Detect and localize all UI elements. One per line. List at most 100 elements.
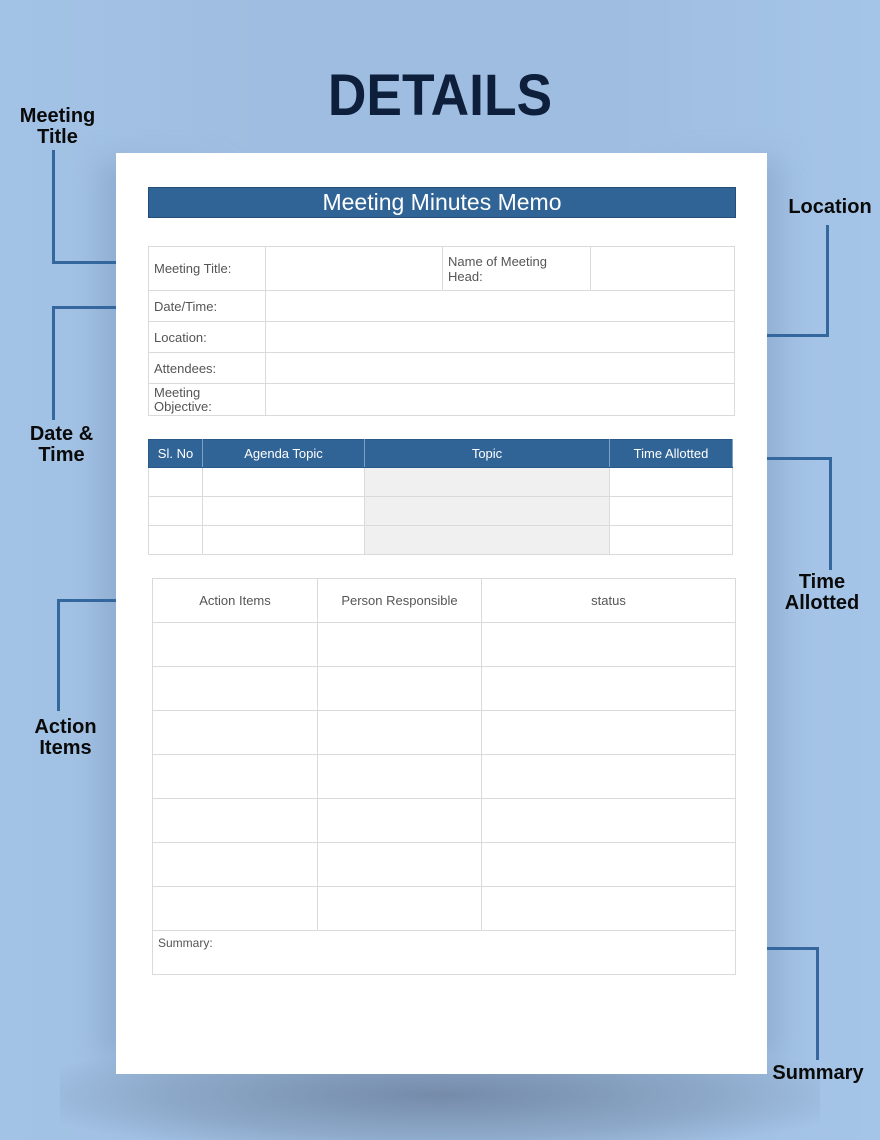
- memo-header: Meeting Minutes Memo: [148, 187, 736, 218]
- callout-text: Time: [798, 571, 846, 593]
- connector-line: [57, 599, 60, 711]
- agenda-cell[interactable]: [148, 496, 203, 526]
- actions-col-action-items: Action Items: [152, 578, 318, 623]
- summary-field[interactable]: Summary:: [152, 930, 736, 975]
- callout-date-time: Date & Time: [14, 424, 109, 466]
- action-cell[interactable]: [152, 710, 318, 755]
- action-row: [152, 666, 736, 711]
- agenda-cell[interactable]: [364, 496, 610, 526]
- action-cell[interactable]: [152, 886, 318, 931]
- agenda-cell[interactable]: [364, 467, 610, 497]
- callout-text: Title: [37, 126, 78, 148]
- agenda-col-topic: Topic: [364, 439, 610, 468]
- meeting-title-field[interactable]: [265, 246, 443, 291]
- action-cell[interactable]: [152, 798, 318, 843]
- meeting-title-label: Meeting Title:: [148, 246, 266, 291]
- status-cell[interactable]: [481, 710, 736, 755]
- objective-field[interactable]: [265, 383, 735, 416]
- connector-line: [829, 457, 832, 570]
- callout-text: Date &: [29, 423, 94, 445]
- status-cell[interactable]: [481, 622, 736, 667]
- connector-line: [57, 599, 137, 602]
- attendees-field[interactable]: [265, 352, 735, 384]
- meeting-head-label: Name of Meeting Head:: [442, 246, 591, 291]
- status-cell[interactable]: [481, 798, 736, 843]
- action-row: [152, 886, 736, 931]
- connector-line: [52, 306, 55, 420]
- action-cell[interactable]: [152, 622, 318, 667]
- connector-line: [52, 150, 55, 264]
- agenda-row: [148, 496, 733, 526]
- callout-text: Allotted: [784, 592, 860, 614]
- agenda-cell[interactable]: [202, 467, 365, 497]
- objective-label-line: Objective:: [154, 398, 212, 414]
- person-cell[interactable]: [317, 842, 482, 887]
- location-field[interactable]: [265, 321, 735, 353]
- agenda-row: [148, 525, 733, 555]
- action-row: [152, 754, 736, 799]
- action-items-table: Action Items Person Responsible status S…: [152, 578, 736, 975]
- callout-text: Time: [38, 444, 85, 466]
- agenda-cell[interactable]: [609, 467, 733, 497]
- actions-col-person-responsible: Person Responsible: [317, 578, 482, 623]
- person-cell[interactable]: [317, 886, 482, 931]
- actions-col-status: status: [481, 578, 736, 623]
- callout-time-allotted: Time Allotted: [772, 572, 872, 614]
- status-cell[interactable]: [481, 886, 736, 931]
- callout-meeting-title: Meeting Title: [10, 106, 105, 148]
- person-cell[interactable]: [317, 798, 482, 843]
- location-label: Location:: [148, 321, 266, 353]
- meeting-head-field[interactable]: [590, 246, 735, 291]
- callout-text: Location: [788, 196, 872, 218]
- agenda-table: Sl. No Agenda Topic Topic Time Allotted: [148, 439, 733, 555]
- action-cell[interactable]: [152, 754, 318, 799]
- meeting-info-table: Meeting Title: Name of Meeting Head: Dat…: [148, 246, 735, 416]
- connector-line: [742, 947, 819, 950]
- agenda-cell[interactable]: [148, 467, 203, 497]
- action-row: [152, 710, 736, 755]
- agenda-cell[interactable]: [148, 525, 203, 555]
- callout-text: Action: [34, 716, 97, 738]
- agenda-col-sl-no: Sl. No: [148, 439, 203, 468]
- attendees-label: Attendees:: [148, 352, 266, 384]
- action-row: [152, 842, 736, 887]
- person-cell[interactable]: [317, 754, 482, 799]
- date-time-field[interactable]: [265, 290, 735, 322]
- agenda-col-time-allotted: Time Allotted: [609, 439, 733, 468]
- agenda-cell[interactable]: [364, 525, 610, 555]
- objective-label: Meeting Objective:: [148, 383, 266, 416]
- objective-label-line: Meeting: [154, 384, 201, 400]
- agenda-row: [148, 467, 733, 497]
- agenda-col-agenda-topic: Agenda Topic: [202, 439, 365, 468]
- action-row: [152, 622, 736, 667]
- person-cell[interactable]: [317, 710, 482, 755]
- date-time-label: Date/Time:: [148, 290, 266, 322]
- callout-summary: Summary: [766, 1063, 870, 1084]
- callout-text: Summary: [772, 1062, 864, 1084]
- person-cell[interactable]: [317, 622, 482, 667]
- callout-action-items: Action Items: [18, 717, 113, 759]
- connector-line: [752, 334, 829, 337]
- connector-line: [52, 261, 132, 264]
- action-cell[interactable]: [152, 842, 318, 887]
- callout-text: Meeting: [19, 105, 96, 127]
- summary-label: Summary:: [158, 936, 213, 950]
- infographic-title: DETAILS: [327, 63, 553, 128]
- memo-page: Meeting Minutes Memo Meeting Title: Name…: [116, 153, 767, 1074]
- status-cell[interactable]: [481, 666, 736, 711]
- status-cell[interactable]: [481, 754, 736, 799]
- agenda-cell[interactable]: [202, 525, 365, 555]
- connector-line: [816, 947, 819, 1060]
- status-cell[interactable]: [481, 842, 736, 887]
- callout-text: Items: [39, 737, 92, 759]
- action-row: [152, 798, 736, 843]
- connector-line: [755, 457, 832, 460]
- agenda-cell[interactable]: [202, 496, 365, 526]
- person-cell[interactable]: [317, 666, 482, 711]
- callout-location: Location: [780, 197, 880, 218]
- connector-line: [826, 225, 829, 337]
- action-cell[interactable]: [152, 666, 318, 711]
- agenda-cell[interactable]: [609, 525, 733, 555]
- agenda-cell[interactable]: [609, 496, 733, 526]
- connector-line: [52, 306, 132, 309]
